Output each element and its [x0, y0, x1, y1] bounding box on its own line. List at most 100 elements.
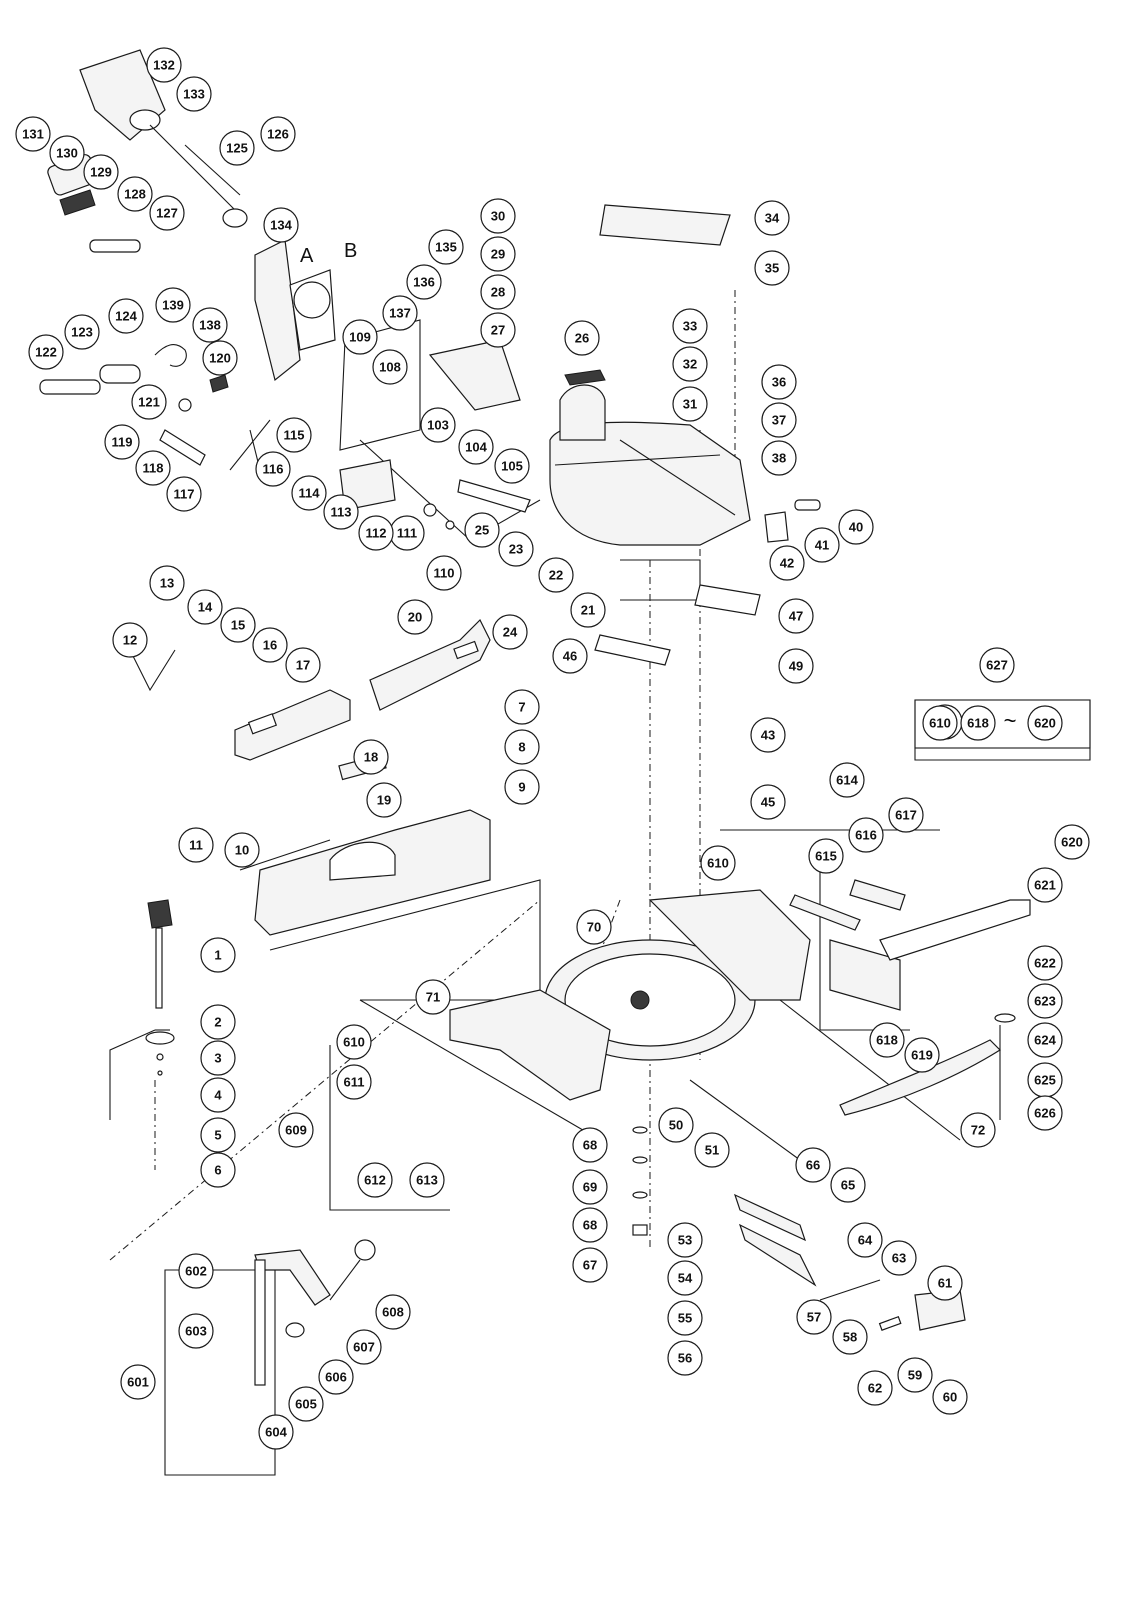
callout-26: 26 [564, 320, 600, 356]
callout-7: 7 [504, 689, 540, 725]
callout-19: 19 [366, 782, 402, 818]
callout-5: 5 [200, 1117, 236, 1153]
callout-16: 16 [252, 627, 288, 663]
callout-label: 137 [389, 306, 411, 321]
callout-58: 58 [832, 1319, 868, 1355]
callout-label: 22 [549, 568, 563, 583]
callout-label: 619 [911, 1048, 933, 1063]
callout-label: 20 [408, 610, 422, 625]
callout-59: 59 [897, 1357, 933, 1393]
callout-label: 610 [343, 1035, 365, 1050]
callout-label: 9 [518, 780, 525, 795]
callout-label: 13 [160, 576, 174, 591]
callout-121: 121 [131, 384, 167, 420]
callout-label: 611 [344, 1075, 365, 1090]
callout-label: 134 [270, 218, 292, 233]
callout-15: 15 [220, 607, 256, 643]
callout-42: 42 [769, 545, 805, 581]
callout-28: 28 [480, 274, 516, 310]
callout-25: 25 [464, 512, 500, 548]
callout-label: 53 [678, 1233, 692, 1248]
callout-label: 14 [198, 600, 213, 615]
legend-item-label: 620 [1034, 716, 1056, 731]
callout-label: 121 [138, 395, 160, 410]
callout-20: 20 [397, 599, 433, 635]
callout-626: 626 [1027, 1095, 1063, 1131]
callout-label: 5 [214, 1128, 221, 1143]
callout-54: 54 [667, 1260, 703, 1296]
callout-label: 104 [465, 440, 487, 455]
callout-135: 135 [428, 229, 464, 265]
callout-label: 43 [761, 728, 775, 743]
callout-label: 38 [772, 451, 786, 466]
callout-13: 13 [149, 565, 185, 601]
callout-619: 619 [904, 1037, 940, 1073]
callout-111: 111 [389, 515, 425, 551]
callout-125: 125 [219, 130, 255, 166]
callout-34: 34 [754, 200, 790, 236]
callout-label: 68 [583, 1138, 597, 1153]
callout-2: 2 [200, 1004, 236, 1040]
callout-label: 624 [1034, 1033, 1056, 1048]
callout-601: 601 [120, 1364, 156, 1400]
callout-label: 139 [162, 298, 184, 313]
callout-label: 71 [426, 990, 440, 1005]
callout-4: 4 [200, 1077, 236, 1113]
callout-label: 15 [231, 618, 245, 633]
callout-50: 50 [658, 1107, 694, 1143]
callout-115: 115 [276, 417, 312, 453]
callout-label: 21 [581, 603, 595, 618]
callout-label: 27 [491, 323, 505, 338]
callout-69: 69 [572, 1169, 608, 1205]
callout-136: 136 [406, 264, 442, 300]
callout-31: 31 [672, 386, 708, 422]
callout-605: 605 [288, 1386, 324, 1422]
callout-72: 72 [960, 1112, 996, 1148]
bevel-lock [632, 1126, 966, 1331]
callout-624: 624 [1027, 1022, 1063, 1058]
callout-label: 6 [214, 1163, 221, 1178]
callout-label: 626 [1034, 1106, 1056, 1121]
callout-label: 129 [90, 165, 112, 180]
callout-627: 627 [979, 647, 1015, 683]
callout-label: 613 [416, 1173, 438, 1188]
legend-item-620: 620 [1027, 705, 1063, 741]
callout-110: 110 [426, 555, 462, 591]
legend-627 [914, 699, 1091, 749]
upper-housing [549, 204, 821, 666]
callout-41: 41 [804, 527, 840, 563]
callout-label: 46 [563, 649, 577, 664]
callout-610: 610 [336, 1024, 372, 1060]
callout-label: 622 [1034, 956, 1056, 971]
callout-label: 609 [285, 1123, 307, 1138]
handle-assembly [39, 49, 336, 471]
callout-label: 26 [575, 331, 589, 346]
callout-120: 120 [202, 340, 238, 376]
callout-label: 110 [434, 566, 455, 581]
callout-label: 65 [841, 1178, 855, 1193]
callout-label: 627 [986, 658, 1008, 673]
view-label-a: A [300, 245, 314, 267]
callout-132: 132 [146, 47, 182, 83]
callout-label: 607 [353, 1340, 375, 1355]
callout-label: 608 [382, 1305, 404, 1320]
callout-label: 135 [435, 240, 457, 255]
callout-116: 116 [255, 451, 291, 487]
callout-label: 604 [265, 1425, 287, 1440]
callout-label: 66 [806, 1158, 820, 1173]
callout-56: 56 [667, 1340, 703, 1376]
callout-68: 68 [572, 1207, 608, 1243]
callout-119: 119 [104, 424, 140, 460]
callout-138: 138 [192, 307, 228, 343]
callout-623: 623 [1027, 983, 1063, 1019]
callout-14: 14 [187, 589, 223, 625]
callout-label: 126 [267, 127, 289, 142]
callout-118: 118 [135, 450, 171, 486]
callout-139: 139 [155, 287, 191, 323]
callout-9: 9 [504, 769, 540, 805]
callout-label: 4 [214, 1088, 222, 1103]
legend-item-label: 610 [929, 716, 951, 731]
callout-616: 616 [848, 817, 884, 853]
callout-label: 116 [263, 462, 284, 477]
callout-137: 137 [382, 295, 418, 331]
